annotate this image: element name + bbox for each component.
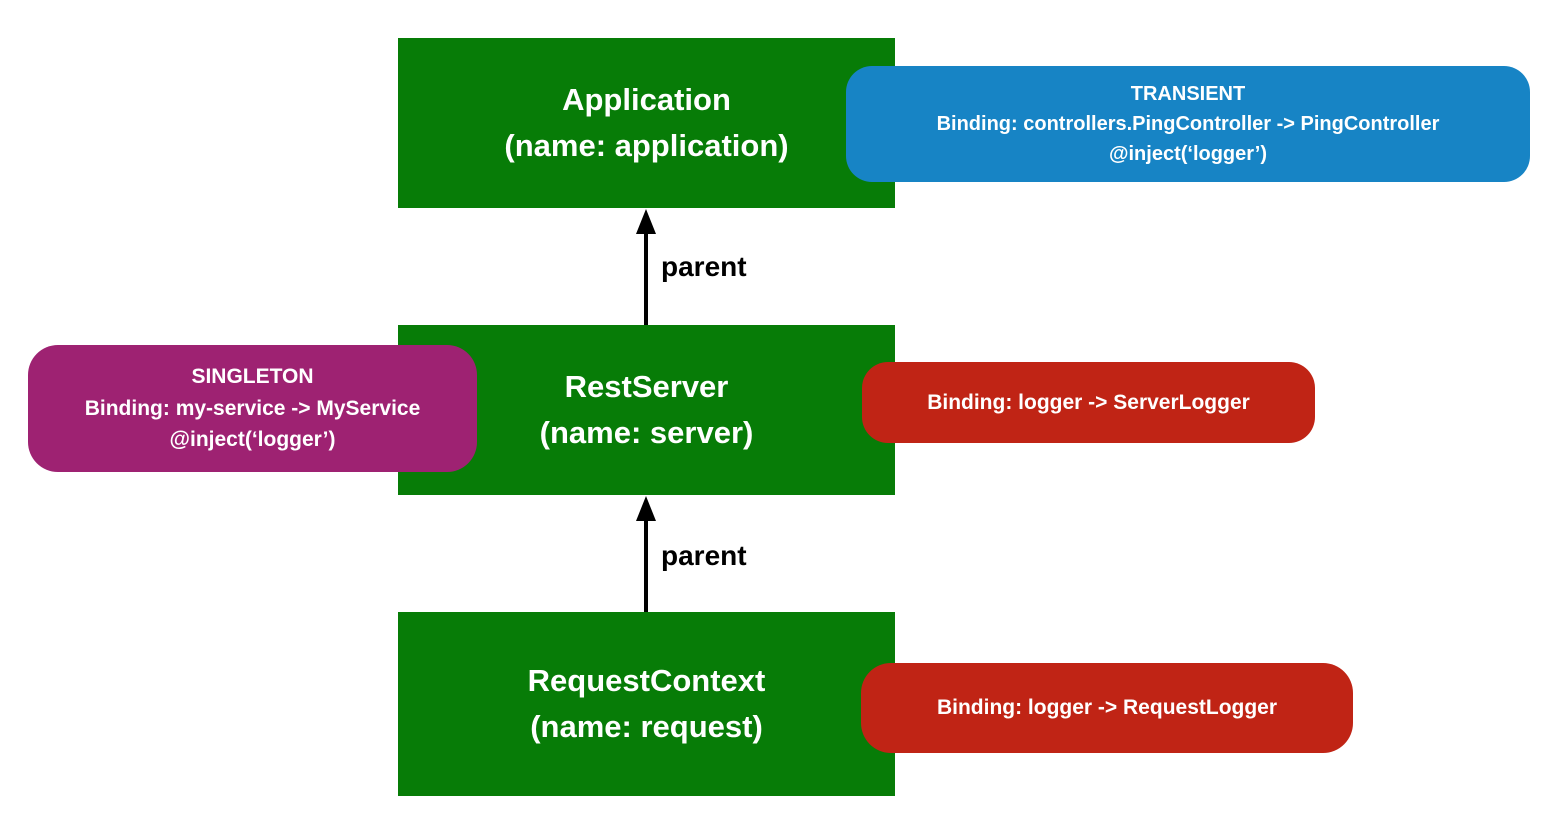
badge-inject-label: @inject(‘logger’): [169, 428, 336, 452]
node-application-context: Application (name: application): [398, 38, 895, 208]
arrow-shaft: [644, 225, 648, 325]
server-logger-binding-badge: Binding: logger -> ServerLogger: [862, 362, 1315, 443]
node-title: RequestContext: [527, 662, 766, 698]
parent-arrow-request-to-server: [633, 496, 659, 612]
node-subtitle: (name: application): [504, 128, 789, 163]
node-subtitle: (name: server): [539, 415, 754, 450]
request-logger-binding-badge: Binding: logger -> RequestLogger: [861, 663, 1353, 753]
edge-label-parent: parent: [661, 251, 747, 282]
node-title: RestServer: [564, 368, 729, 404]
badge-binding-label: Binding: my-service -> MyService: [84, 396, 421, 420]
badge-inject-label: @inject(‘logger’): [1108, 143, 1268, 165]
node-subtitle: (name: request): [530, 709, 763, 744]
arrowhead-up-icon: [636, 209, 656, 234]
node-restserver-context: RestServer (name: server): [398, 325, 895, 495]
node-title: Application: [562, 81, 731, 117]
arrow-shaft: [644, 512, 648, 612]
badge-binding-label: Binding: logger -> ServerLogger: [927, 390, 1250, 414]
parent-arrow-server-to-application: [633, 209, 659, 325]
badge-binding-label: Binding: controllers.PingController -> P…: [936, 113, 1440, 135]
badge-binding-label: Binding: logger -> RequestLogger: [936, 696, 1278, 720]
badge-scope-label: TRANSIENT: [1130, 83, 1246, 105]
badge-scope-label: SINGLETON: [191, 365, 314, 389]
singleton-binding-badge: SINGLETON Binding: my-service -> MyServi…: [28, 345, 477, 472]
transient-binding-badge: TRANSIENT Binding: controllers.PingContr…: [846, 66, 1530, 182]
arrowhead-up-icon: [636, 496, 656, 521]
node-requestcontext-context: RequestContext (name: request): [398, 612, 895, 796]
edge-label-parent: parent: [661, 540, 747, 571]
